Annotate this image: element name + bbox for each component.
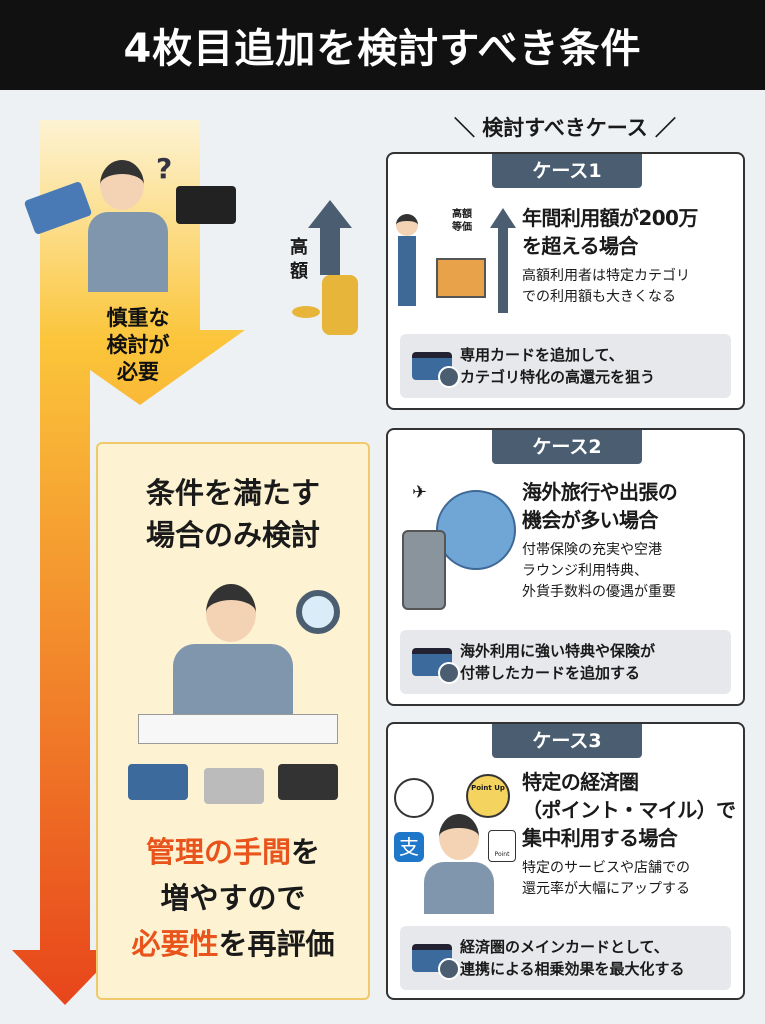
case-card-3: ケース3 Point Up 支 Point 特定の経済圏 （ポイント・マイル）で集… <box>386 722 745 1000</box>
point-badge: Point <box>488 830 516 862</box>
case-desc: 高額利用者は特定カテゴリ <box>522 268 690 284</box>
case-heading: 海外旅行や出張の <box>522 480 678 504</box>
case-heading: 集中利用する場合 <box>522 826 678 850</box>
credit-card-icon <box>412 944 460 980</box>
high-label: 高 <box>290 237 308 258</box>
person-with-phone-illustration: Point Up 支 Point <box>394 774 519 914</box>
case-tag: ケース3 <box>492 724 642 758</box>
worried-person-illustration: ? <box>23 152 238 300</box>
case-desc: 特定のサービスや店舗での <box>522 860 690 876</box>
highlight-text: 管理の手間 <box>145 835 291 869</box>
case-desc: 付帯保険の充実や空港 <box>522 542 662 558</box>
case-recommendation: 専用カードを追加して、カテゴリ特化の高還元を狙う <box>400 334 731 398</box>
management-effort-line: 管理の手間を <box>98 829 368 875</box>
case-text: 海外旅行や出張の機会が多い場合 付帯保険の充実や空港ラウンジ利用特典、外貨手数料… <box>522 478 739 603</box>
case-desc: 還元率が大幅にアップする <box>522 881 690 897</box>
case-heading: を超える場合 <box>522 234 638 258</box>
case-tag: ケース2 <box>492 430 642 464</box>
case-card-1: ケース1 高額等価 年間利用額が200万を超える場合 高額利用者は特定カテゴリで… <box>386 152 745 410</box>
question-mark-icon: ? <box>156 152 173 185</box>
text: を <box>291 835 321 869</box>
case-heading: 機会が多い場合 <box>522 508 658 532</box>
case-desc: ラウンジ利用特典、 <box>522 563 648 579</box>
need-line: 慎重な <box>106 306 170 330</box>
case-heading: （ポイント・マイル）で <box>522 798 736 822</box>
case-heading: 年間利用額が200万 <box>522 206 698 230</box>
shopping-cart-illustration: 高額等価 <box>396 206 518 316</box>
need-line: 必要 <box>117 360 159 384</box>
case-card-2: ケース2 ✈ 海外旅行や出張の機会が多い場合 付帯保険の充実や空港ラウンジ利用特… <box>386 428 745 706</box>
case-text: 年間利用額が200万を超える場合 高額利用者は特定カテゴリでの利用額も大きくなる <box>522 204 739 308</box>
travel-globe-suitcase-illustration: ✈ <box>398 480 518 620</box>
down-arrow-gradient <box>12 120 245 1005</box>
credit-card-check-icon <box>412 352 460 388</box>
consider-only-box: 条件を満たす場合のみ検討 管理の手間を 増やすので 必要性を再評価 <box>96 442 370 1000</box>
note-line: 専用カードを追加して、 <box>460 346 624 364</box>
box-heading: 条件を満たす <box>145 476 320 510</box>
case-desc: 外貨手数料の優遇が重要 <box>522 584 676 600</box>
case-desc: での利用額も大きくなる <box>522 289 676 305</box>
pay-app-icon: 支 <box>394 832 424 862</box>
highlight-text: 必要性 <box>131 927 219 961</box>
case-recommendation: 海外利用に強い特典や保険が付帯したカードを追加する <box>400 630 731 694</box>
note-line: カテゴリ特化の高還元を狙う <box>460 368 656 386</box>
airplane-icon: ✈ <box>412 482 428 503</box>
note-line: 付帯したカードを追加する <box>460 664 641 682</box>
increase-line: 増やすので <box>160 881 306 915</box>
amount-label: 額 <box>290 261 308 282</box>
point-up-badge: Point Up <box>466 774 510 818</box>
high-amount-coins-illustration: 高額 <box>290 200 370 340</box>
page-title: 4枚目追加を検討すべき条件 <box>0 0 765 90</box>
case-tag: ケース1 <box>492 154 642 188</box>
illus-label: 高額 <box>452 209 472 220</box>
box-heading: 場合のみ検討 <box>145 518 320 552</box>
person-reviewing-cards-illustration <box>128 584 348 814</box>
text: を再評価 <box>218 927 335 961</box>
illus-label: 等価 <box>452 222 472 233</box>
section-header: ＼ 検討すべきケース ／ <box>453 116 677 140</box>
reevaluate-line: 必要性を再評価 <box>98 921 368 967</box>
case-recommendation: 経済圏のメインカードとして、連携による相乗効果を最大化する <box>400 926 731 990</box>
need-line: 検討が <box>106 333 170 357</box>
case-heading: 特定の経済圏 <box>522 770 639 794</box>
note-line: 経済圏のメインカードとして、 <box>460 938 669 956</box>
note-line: 海外利用に強い特典や保険が <box>460 642 656 660</box>
up-arrow-icon <box>490 208 516 313</box>
credit-card-check-icon <box>412 648 460 684</box>
case-text: 特定の経済圏 （ポイント・マイル）で集中利用する場合 特定のサービスや店舗での還元… <box>522 768 739 900</box>
note-line: 連携による相乗効果を最大化する <box>460 960 685 978</box>
careful-consideration-label: 慎重な検討が必要 <box>78 305 198 386</box>
